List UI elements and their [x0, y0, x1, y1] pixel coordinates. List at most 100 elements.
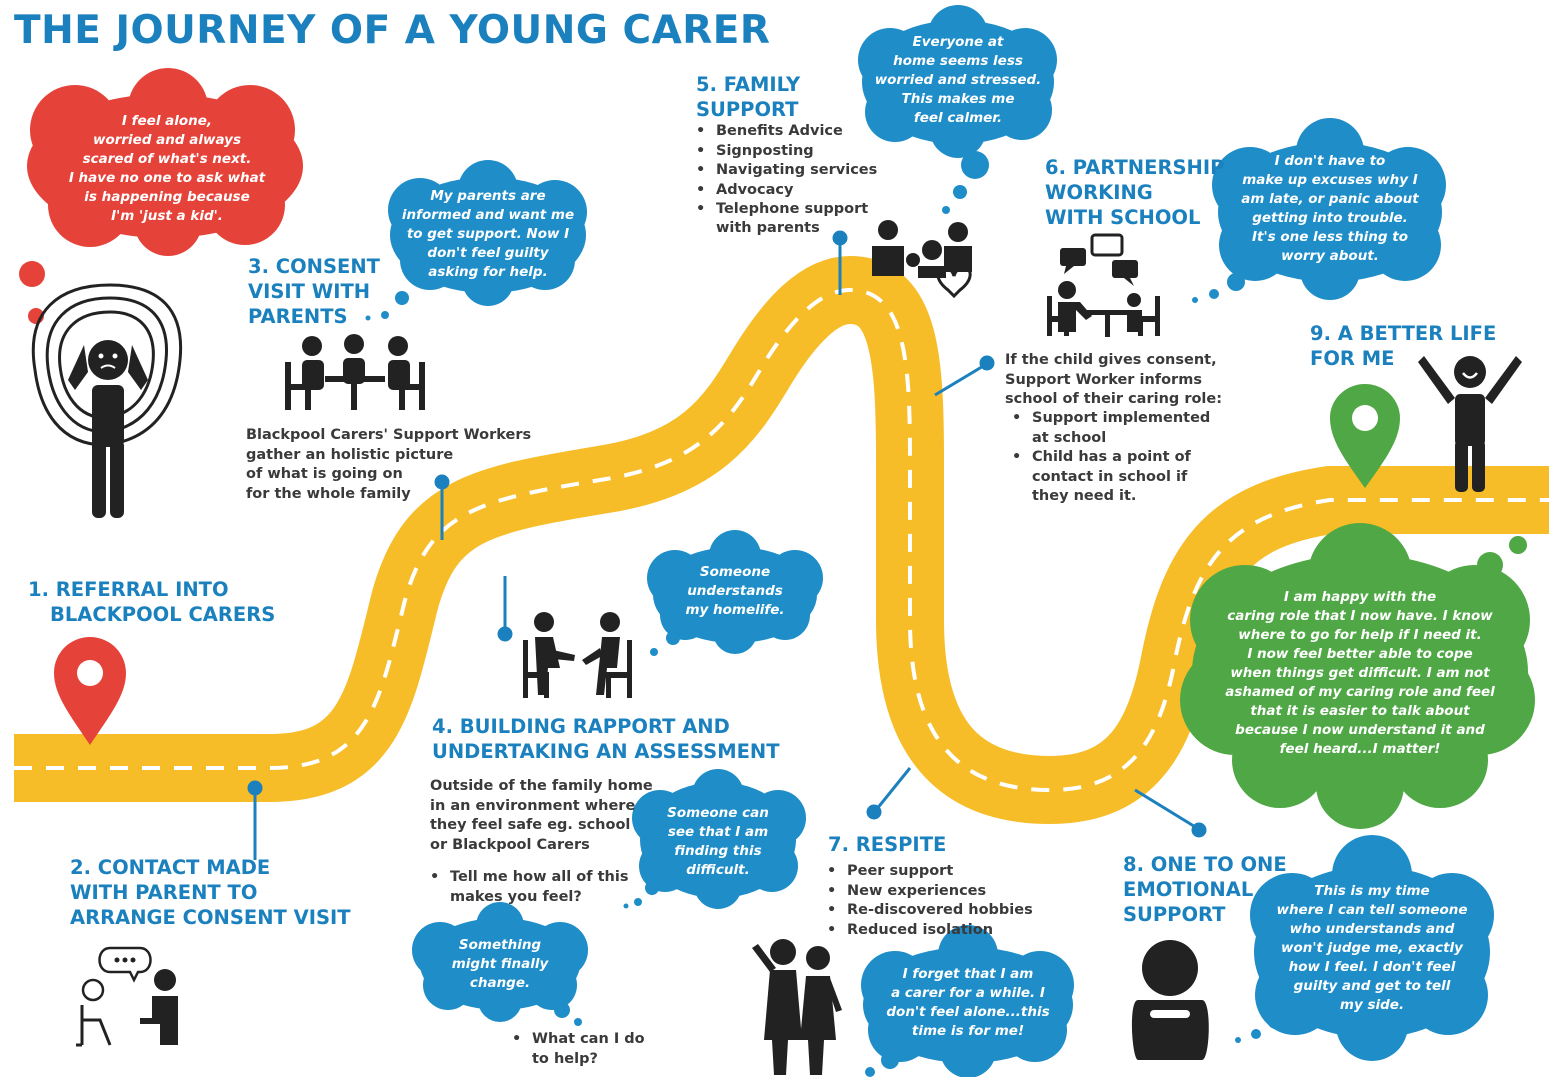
- partnership-icon: [1047, 233, 1160, 337]
- bubble-line: who understands and: [1289, 921, 1455, 937]
- bullet-item: Telephone support: [694, 200, 877, 220]
- bubble-line: understands: [687, 583, 783, 599]
- bubble-text-b3: Everyone at home seems less worried and …: [862, 33, 1054, 128]
- bullet-item: Navigating services: [694, 161, 877, 181]
- connector-step6: [934, 355, 995, 397]
- stressed-person-icon: [31, 283, 183, 518]
- bubble-line: where I can tell someone: [1276, 902, 1468, 918]
- bubble-line: am late, or panic about: [1241, 191, 1419, 207]
- connector-step3: [434, 474, 450, 540]
- bubble-line: might finally: [451, 956, 549, 972]
- text-line: gather an holistic picture: [246, 446, 454, 463]
- text-line: in an environment where: [430, 797, 636, 814]
- bubble-text-b6: Someone can see that I am finding this d…: [643, 804, 793, 880]
- bubble-line: informed and want me: [401, 207, 575, 223]
- heading-line: 4. BUILDING RAPPORT AND: [432, 715, 730, 738]
- bubble-line: don't feel guilty: [427, 245, 549, 261]
- bubble-line: worried and always: [92, 132, 242, 148]
- success-person-icon: [1418, 356, 1522, 492]
- bubble-line: asking for help.: [428, 264, 548, 280]
- heading-line: VISIT WITH: [248, 280, 371, 303]
- heading-line: WITH SCHOOL: [1045, 206, 1201, 229]
- bubble-line: my side.: [1339, 997, 1405, 1013]
- step4-bullet2: What can I do to help?: [510, 1030, 645, 1069]
- heading-line: 9. A BETTER LIFE: [1310, 322, 1497, 345]
- step7-bullets: Peer support New experiences Re-discover…: [825, 862, 1033, 940]
- heading-line: ARRANGE CONSENT VISIT: [70, 906, 351, 929]
- bubble-line: worried and stressed.: [874, 72, 1042, 88]
- step5-bullet-continuation: with parents: [716, 220, 820, 236]
- step4-heading: 4. BUILDING RAPPORT AND UNDERTAKING AN A…: [432, 714, 780, 764]
- heading-line: 2. CONTACT MADE: [70, 856, 271, 879]
- bubble-line: finding this: [674, 843, 762, 859]
- heading-line: WORKING: [1045, 181, 1153, 204]
- bullet-line: makes you feel?: [450, 888, 582, 905]
- bullet-item: Advocacy: [694, 181, 877, 201]
- contact-icon: [76, 946, 178, 1047]
- bubble-line: feel heard...I matter!: [1279, 741, 1441, 757]
- bubble-line: won't judge me, exactly: [1281, 940, 1463, 956]
- bubble-line: I don't have to: [1274, 153, 1386, 169]
- bullet-item: Re-discovered hobbies: [825, 901, 1033, 921]
- heading-line: 1. REFERRAL INTO: [28, 578, 229, 601]
- bubble-line: make up excuses why I: [1242, 172, 1418, 188]
- text-line: school of their caring role:: [1005, 391, 1223, 407]
- bubble-line: how I feel. I don't feel: [1288, 959, 1456, 975]
- step3-heading: 3. CONSENT VISIT WITH PARENTS: [248, 254, 380, 329]
- step2-heading: 2. CONTACT MADE WITH PARENT TO ARRANGE C…: [70, 855, 351, 930]
- bullet-line: to help?: [532, 1050, 598, 1067]
- thought-bubble-red: [19, 68, 303, 324]
- text-line: Support Worker informs: [1005, 371, 1202, 388]
- bubble-line: guilty and get to tell: [1293, 978, 1451, 994]
- connector-step2: [247, 780, 263, 860]
- heading-line: 5. FAMILY: [696, 73, 801, 96]
- step7-heading: 7. RESPITE: [828, 832, 946, 857]
- consent-visit-icon: [285, 334, 425, 410]
- heading-line: UNDERTAKING AN ASSESSMENT: [432, 740, 780, 763]
- bubble-line: My parents are: [430, 188, 546, 204]
- text-line: or Blackpool Carers: [430, 836, 590, 853]
- step8-heading: 8. ONE TO ONE EMOTIONAL SUPPORT: [1123, 852, 1287, 927]
- bubble-line: This makes me: [901, 91, 1015, 107]
- bubble-line: home seems less: [893, 53, 1023, 69]
- bubble-text-b8: I forget that I am a carer for a while. …: [866, 965, 1070, 1041]
- rapport-icon: [523, 612, 632, 698]
- thought-bubble-b3: [858, 5, 1057, 214]
- emotional-support-icon: [1131, 940, 1209, 1060]
- bubble-line: This is my time: [1314, 883, 1430, 899]
- thought-bubble-b8: [861, 925, 1074, 1077]
- bubble-line: because I now understand it and: [1235, 722, 1485, 738]
- bubble-line: where to go for help if I need it.: [1238, 627, 1482, 643]
- text-line: If the child gives consent,: [1005, 352, 1217, 368]
- bubble-text-b5: Someone understands my homelife.: [660, 563, 810, 620]
- bubble-text-green: I am happy with the caring role that I n…: [1202, 588, 1518, 759]
- bubble-line: getting into trouble.: [1252, 210, 1408, 226]
- heading-line: SUPPORT: [1123, 903, 1226, 926]
- bullet-item: What can I do to help?: [510, 1030, 645, 1069]
- bubble-line: a carer for a while. I: [891, 985, 1045, 1001]
- step4-text: Outside of the family home in an environ…: [430, 777, 653, 855]
- bullet-line: What can I do: [532, 1031, 645, 1047]
- bubble-line: Someone: [699, 564, 771, 580]
- bullet-line: at school: [1032, 429, 1107, 446]
- heading-line: SUPPORT: [696, 98, 799, 121]
- bubble-line: my homelife.: [685, 602, 785, 618]
- heading-line: 8. ONE TO ONE: [1123, 853, 1287, 876]
- bullet-line: Child has a point of: [1032, 449, 1191, 465]
- step9-heading: 9. A BETTER LIFE FOR ME: [1310, 321, 1496, 371]
- bubble-line: I forget that I am: [902, 966, 1034, 982]
- connector-step7: [866, 767, 912, 820]
- bubble-line: I now feel better able to cope: [1247, 646, 1473, 662]
- text-line: for the whole family: [246, 485, 411, 502]
- road-center-line: [14, 287, 1549, 793]
- bubble-text-b1: I feel alone, worried and always scared …: [32, 112, 302, 226]
- text-line: of what is going on: [246, 466, 403, 482]
- heading-line: 3. CONSENT: [248, 255, 380, 278]
- thought-bubble-b6: [623, 769, 806, 909]
